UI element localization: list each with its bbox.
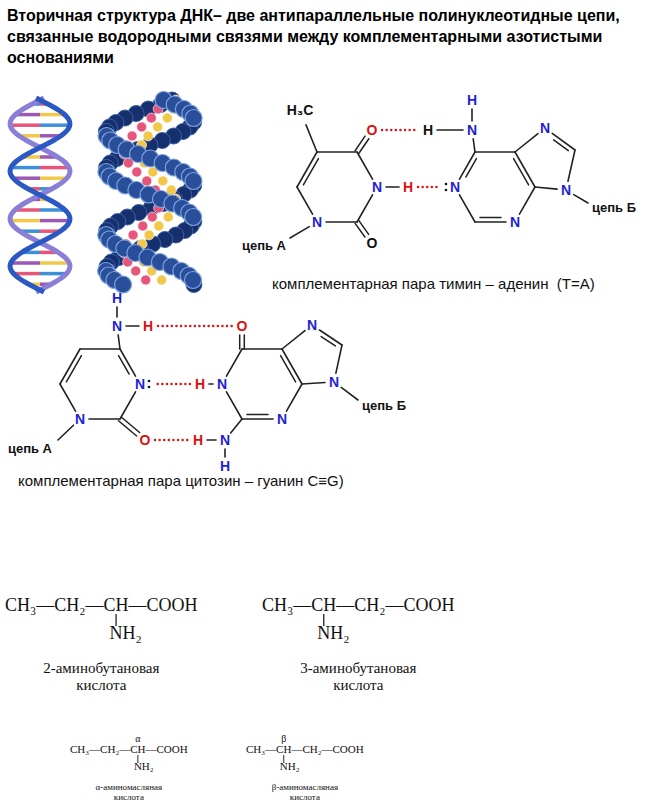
dna-ladder	[10, 98, 70, 292]
atom-label: O	[367, 123, 378, 137]
atom-label: N	[112, 319, 122, 333]
atom-label: H	[403, 180, 413, 194]
formula-text: CH₃—CH—CH₂—COOH	[262, 596, 455, 614]
atom-label: N	[329, 375, 339, 389]
pair-caption: комплементарная пара тимин – аденин (T=A…	[272, 276, 595, 291]
atom-label: N	[277, 412, 287, 426]
atom-label: H	[143, 319, 153, 333]
atom-label: N	[75, 412, 85, 426]
atom-label: N	[450, 180, 460, 194]
atom-label: H	[112, 291, 122, 305]
atom-label: H	[193, 433, 203, 447]
formula-text: CH₃—CH—CH₂—COOH	[246, 744, 364, 755]
atom-label: N	[220, 433, 230, 447]
acid-name: β-аминомасляная кислота	[262, 782, 347, 803]
greek-locant: β	[281, 734, 286, 744]
amino-group: NH₂	[280, 761, 300, 772]
chain-label: цепь А	[8, 442, 52, 455]
atom-label: O	[367, 236, 378, 250]
chain-label: цепь Б	[592, 201, 636, 214]
atom-label: H	[195, 377, 205, 391]
atom-label: N	[372, 180, 382, 194]
atom-label: N	[135, 377, 145, 391]
amino-group: NH₂	[110, 624, 142, 642]
title-text: Вторичная структура ДНК– две антипаралле…	[7, 6, 657, 68]
atom-label: N	[510, 215, 520, 229]
acid-name: 3-аминобутановая кислота	[293, 660, 423, 695]
atom-label: O	[237, 319, 248, 333]
amino-group: NH₂	[317, 624, 349, 642]
acid-name: 2-аминобутановая кислота	[36, 660, 166, 695]
atom-label: N	[307, 318, 317, 332]
chain-label: цепь А	[242, 239, 286, 252]
dna-space-filling	[98, 92, 203, 294]
atom-label: H	[220, 459, 230, 473]
atom-label: H	[467, 93, 477, 107]
atom-label: N	[312, 215, 322, 229]
atom-label: N	[467, 123, 477, 137]
amino-group: NH₂	[134, 761, 154, 772]
formula-text: CH₃—CH₂—CH—COOH	[70, 744, 188, 755]
atom-label: O	[140, 433, 151, 447]
formula-text: CH₃—CH₂—CH—COOH	[5, 596, 198, 614]
atom-label: N	[561, 183, 571, 197]
atom-label: H	[423, 123, 433, 137]
pair-caption: комплементарная пара цитозин – гуанин C≡…	[18, 473, 344, 488]
atom-label: H₃C	[287, 103, 314, 117]
atom-label: N	[217, 377, 227, 391]
greek-locant: α	[135, 734, 140, 744]
chain-label: цепь Б	[362, 399, 406, 412]
acid-name: α-аминомасляная кислота	[86, 782, 171, 803]
atom-label: N	[540, 121, 550, 135]
